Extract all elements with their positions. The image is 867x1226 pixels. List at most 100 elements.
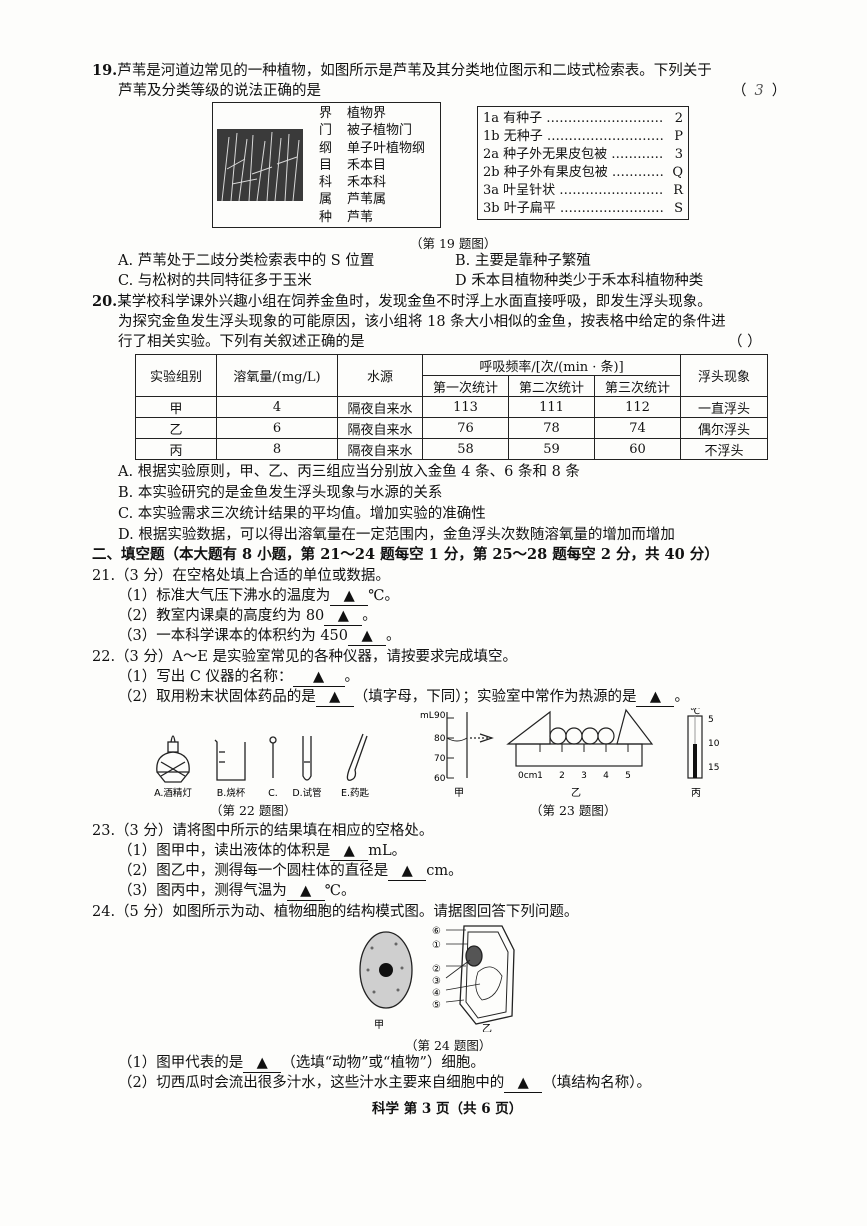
q19-option-a: A. 芦苇处于二歧分类检索表中的 S 位置 xyxy=(118,253,375,269)
q19-line2: 芦苇及分类等级的说法正确的是 xyxy=(118,83,321,99)
table-cell-group: 乙 xyxy=(135,417,217,439)
q19-line1: 19.芦苇是河道边常见的一种植物，如图所示是芦苇及其分类地位图示和二歧式检索表。… xyxy=(92,62,712,80)
table-cell-water: 隔夜自来水 xyxy=(337,396,423,418)
taxonomy-row: 纲单子叶植物纲 xyxy=(319,140,425,157)
key-text: 2a 种子外无果皮包被 ………… xyxy=(483,147,664,162)
key-text: 2b 种子外有果皮包被 ………… xyxy=(483,165,664,180)
key-row: 3b 叶子扁平 …………………… S xyxy=(483,200,683,218)
q22-part1: （1）写出 C 仪器的名称：▲。 xyxy=(118,668,360,687)
th-water: 水源 xyxy=(337,354,423,397)
spatula-icon xyxy=(346,733,368,781)
table-cell-c2: 78 xyxy=(508,417,595,439)
table-cell-c1: 76 xyxy=(422,417,509,439)
q20-option-a: A. 根据实验原则，甲、乙、丙三组应当分别放入金鱼 4 条、6 条和 8 条 xyxy=(118,464,580,480)
key-row: 1a 有种子 ……………………… 2 xyxy=(483,110,683,128)
q24-blank2[interactable]: ▲ xyxy=(504,1074,543,1093)
cell-label-jia: 甲 xyxy=(374,1020,384,1031)
q19-handwritten-answer: 3 xyxy=(754,83,764,99)
instrument-label: E.药匙 xyxy=(341,788,370,799)
q22-blank1[interactable]: ▲ xyxy=(292,668,345,687)
th-count1: 第一次统计 xyxy=(422,375,509,397)
table-cell-float: 偶尔浮头 xyxy=(680,417,768,439)
q21-part3: （3）一本科学课本的体积约为 450▲。 xyxy=(118,627,401,646)
cell-structure-number: ④ xyxy=(432,988,441,999)
figure-label-yi: 乙 xyxy=(571,787,581,799)
q19-option-b: B. 主要是靠种子繁殖 xyxy=(455,253,591,269)
key-row: 1b 无种子 ………………………P xyxy=(483,128,683,146)
q20-option-c: C. 本实验需求三次统计结果的平均值。增加实验的准确性 xyxy=(118,506,486,522)
q23-blank2[interactable]: ▲ xyxy=(388,862,427,881)
q20-answer-paren: （ ） xyxy=(728,334,762,350)
taxonomy-name: 芦苇 xyxy=(347,209,374,225)
q24-caption: （第 24 题图） xyxy=(405,1038,492,1053)
q21-blank2[interactable]: ▲ xyxy=(324,607,363,626)
key-code: R xyxy=(673,183,683,198)
reed-photo xyxy=(217,129,303,201)
table-cell-oxygen: 4 xyxy=(216,396,338,418)
q19-stem-1: 芦苇是河道边常见的一种植物，如图所示是芦苇及其分类地位图示和二歧式检索表。下列关… xyxy=(117,63,712,79)
thermometer-tick-label: 10 xyxy=(708,739,720,749)
q22-part2: （2）取用粉末状固体药品的是▲（填字母，下同）；实验室中常作为热源的是▲。 xyxy=(118,688,689,707)
table-cell-group: 丙 xyxy=(135,438,217,460)
taxonomy-name: 芦苇属 xyxy=(347,192,387,208)
table-cell-c3: 74 xyxy=(594,417,681,439)
taxonomy-row: 属芦苇属 xyxy=(319,191,425,208)
q19-number: 19. xyxy=(92,62,118,79)
q20-line3: 行了相关实验。下列有关叙述正确的是 xyxy=(118,334,365,350)
taxonomy-row: 界植物界 xyxy=(319,105,425,122)
q22-blank3[interactable]: ▲ xyxy=(636,688,675,707)
key-code: P xyxy=(674,129,683,144)
animal-cell xyxy=(359,931,413,1009)
taxonomy-row: 门被子植物门 xyxy=(319,122,425,139)
table-cell-oxygen: 6 xyxy=(216,417,338,439)
taxonomy-name: 单子叶植物纲 xyxy=(347,140,426,156)
ruler-tick-label: 1 xyxy=(537,771,543,781)
graduated-cylinder xyxy=(446,712,494,778)
key-text: 3b 叶子扁平 …………………… xyxy=(483,201,664,216)
taxonomy-name: 植物界 xyxy=(347,106,387,121)
section-2-heading: 二、填空题（本大题有 8 小题，第 21～24 题每空 1 分，第 25～28 … xyxy=(92,546,719,563)
key-text: 3a 叶呈针状 …………………… xyxy=(483,183,664,198)
q21-blank1[interactable]: ▲ xyxy=(330,587,369,606)
table-cell-c3: 112 xyxy=(594,396,681,418)
th-count2: 第二次统计 xyxy=(508,375,595,397)
q24-part2: （2）切西瓜时会流出很多汁水，这些汁水主要来自细胞中的▲（填结构名称）。 xyxy=(118,1074,651,1093)
q23-blank3[interactable]: ▲ xyxy=(286,882,325,901)
key-code: S xyxy=(674,201,683,216)
taxonomy-rank: 属 xyxy=(319,192,333,208)
taxonomy-row: 种芦苇 xyxy=(319,209,425,226)
q20-data-table: 实验组别 溶氧量/(mg/L) 水源 呼吸频率/[次/(min · 条)] 浮头… xyxy=(135,354,768,460)
q22-stem: 22.（3 分）A～E 是实验室常见的各种仪器，请按要求完成填空。 xyxy=(92,649,518,665)
th-group: 实验组别 xyxy=(135,354,217,397)
ruler-tick-label: 4 xyxy=(603,771,609,781)
taxonomy-rank: 界 xyxy=(319,106,333,121)
table-cell-c2: 111 xyxy=(508,396,595,418)
q22-blank2[interactable]: ▲ xyxy=(315,688,354,707)
q19-caption: （第 19 题图） xyxy=(410,236,497,251)
instrument-label: B.烧杯 xyxy=(217,787,246,799)
q19-taxonomy-figure: 界植物界门被子植物门纲单子叶植物纲目禾本目科禾本科属芦苇属种芦苇 xyxy=(212,102,441,228)
taxonomy-rank: 科 xyxy=(319,175,333,191)
q23-blank1[interactable]: ▲ xyxy=(330,842,369,861)
cylinder-tick-label: 60 xyxy=(434,774,446,784)
key-code: 2 xyxy=(674,111,683,126)
q24-part1: （1）图甲代表的是▲（选填“动物”或“植物”）细胞。 xyxy=(118,1054,485,1073)
q24-blank1[interactable]: ▲ xyxy=(243,1054,282,1073)
instrument-label: A.酒精灯 xyxy=(154,787,192,799)
q19-option-d: D 禾本目植物种类少于禾本科植物种类 xyxy=(455,273,704,289)
ruler-unit-label: 0cm xyxy=(518,771,537,781)
key-text: 1a 有种子 ……………………… xyxy=(483,111,664,126)
taxonomy-rank: 目 xyxy=(319,157,333,173)
beaker-icon xyxy=(214,739,246,781)
q21-blank3[interactable]: ▲ xyxy=(348,627,387,646)
table-cell-c2: 59 xyxy=(508,438,595,460)
table-cell-water: 隔夜自来水 xyxy=(337,438,423,460)
thermometer-tick-label: 5 xyxy=(708,715,714,725)
cell-structure-number: ⑤ xyxy=(432,1000,441,1011)
q20-line1: 20.某学校科学课外兴趣小组在饲养金鱼时，发现金鱼不时浮上水面直接呼吸，即发生浮… xyxy=(92,293,712,310)
